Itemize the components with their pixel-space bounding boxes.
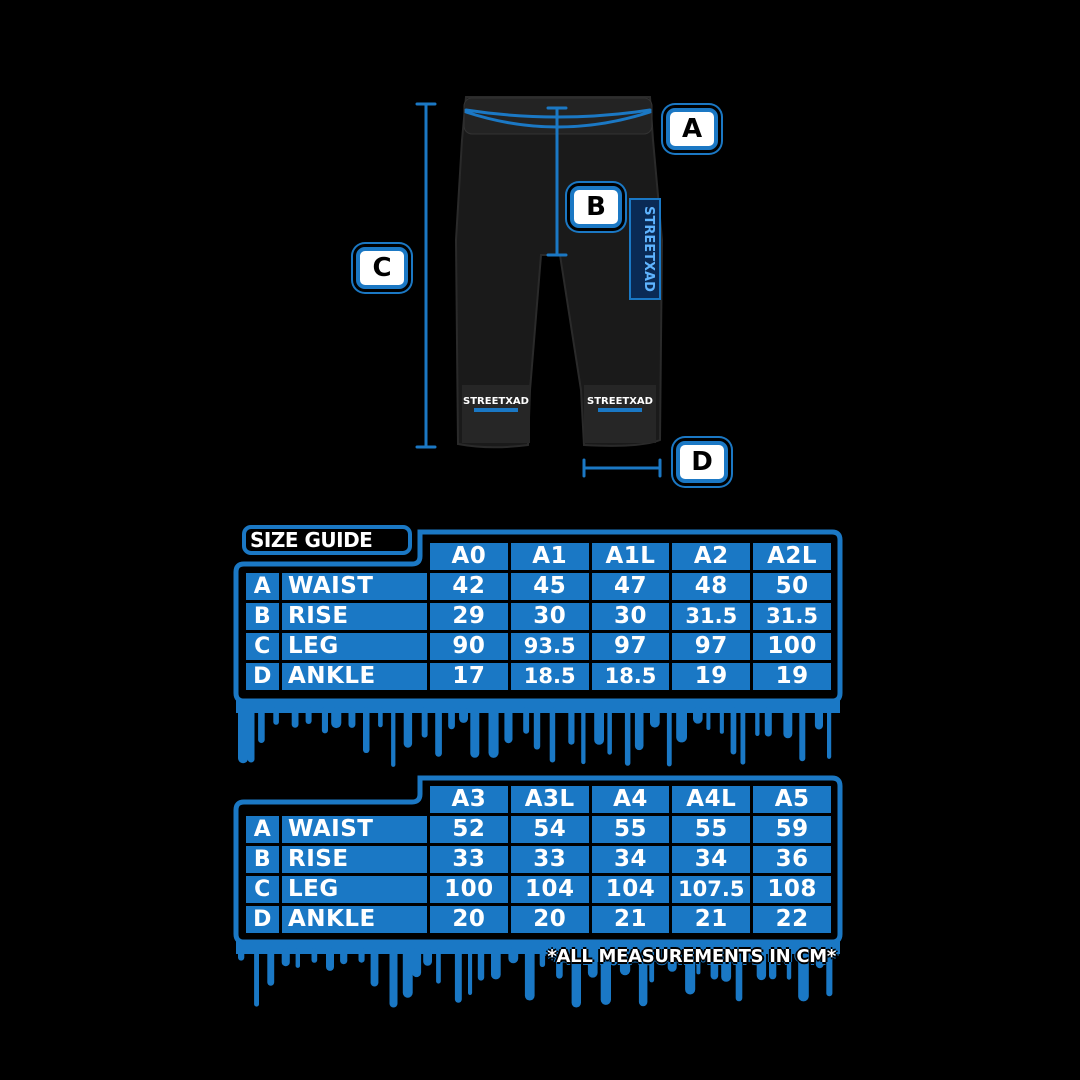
table-cell: 50 bbox=[753, 573, 831, 600]
left-cuff-drip bbox=[474, 408, 518, 412]
table-cell: 100 bbox=[430, 876, 508, 903]
table-cell: 97 bbox=[672, 633, 751, 660]
table-cell: 48 bbox=[672, 573, 751, 600]
table-cell: 30 bbox=[591, 603, 670, 630]
table-row: A WAIST 42 45 47 48 50 bbox=[246, 573, 831, 600]
table-cell: 104 bbox=[510, 876, 589, 903]
table-cell: 36 bbox=[753, 846, 831, 873]
table-cell: 59 bbox=[753, 816, 831, 843]
pants-diagram: STREETXAD STREETXAD STREETXAD bbox=[415, 96, 664, 478]
table-cell: 34 bbox=[591, 846, 670, 873]
table-cell: 21 bbox=[672, 906, 751, 933]
table-row: D ANKLE 17 18.5 18.5 19 19 bbox=[246, 663, 831, 690]
table1-drips bbox=[236, 699, 840, 767]
size-table-2: A3 A3L A4 A4L A5 A WAIST 52 54 55 55 59 … bbox=[243, 783, 834, 936]
table-cell: 21 bbox=[591, 906, 670, 933]
table-cell: 34 bbox=[672, 846, 751, 873]
right-cuff-patch bbox=[584, 385, 656, 443]
row-label: LEG bbox=[282, 876, 427, 903]
table-cell: 93.5 bbox=[510, 633, 589, 660]
table-row: A WAIST 52 54 55 55 59 bbox=[246, 816, 831, 843]
size-header: A3 bbox=[430, 786, 508, 813]
table-cell: 104 bbox=[591, 876, 670, 903]
size-header: A1 bbox=[510, 543, 589, 570]
table-cell: 47 bbox=[591, 573, 670, 600]
table-cell: 42 bbox=[430, 573, 508, 600]
table-row: B RISE 33 33 34 34 36 bbox=[246, 846, 831, 873]
rise-measure-line bbox=[546, 106, 568, 257]
side-leg-patch bbox=[629, 198, 661, 300]
table-cell: 108 bbox=[753, 876, 831, 903]
size-table-1: A0 A1 A1L A2 A2L A WAIST 42 45 47 48 50 … bbox=[243, 540, 834, 693]
table2-header-row: A3 A3L A4 A4L A5 bbox=[246, 786, 831, 813]
table-row: B RISE 29 30 30 31.5 31.5 bbox=[246, 603, 831, 630]
table-cell: 20 bbox=[510, 906, 589, 933]
size-header: A4L bbox=[672, 786, 751, 813]
row-label: ANKLE bbox=[282, 663, 427, 690]
right-cuff-logo: STREETXAD bbox=[587, 396, 653, 407]
row-label: RISE bbox=[282, 603, 427, 630]
row-letter: D bbox=[246, 906, 279, 933]
badge-b: B bbox=[570, 186, 622, 228]
ankle-measure-line bbox=[582, 458, 662, 478]
size-header: A2L bbox=[753, 543, 831, 570]
table-cell: 29 bbox=[430, 603, 508, 630]
badge-c: C bbox=[356, 247, 408, 289]
table1-header-row: A0 A1 A1L A2 A2L bbox=[246, 543, 831, 570]
table-cell: 17 bbox=[430, 663, 508, 690]
row-letter: B bbox=[246, 846, 279, 873]
size-header: A4 bbox=[591, 786, 670, 813]
table-cell: 54 bbox=[510, 816, 589, 843]
leg-measure-line bbox=[415, 102, 437, 449]
table-cell: 18.5 bbox=[510, 663, 589, 690]
row-label: WAIST bbox=[282, 816, 427, 843]
row-letter: D bbox=[246, 663, 279, 690]
row-label: WAIST bbox=[282, 573, 427, 600]
table-row: C LEG 90 93.5 97 97 100 bbox=[246, 633, 831, 660]
row-letter: B bbox=[246, 603, 279, 630]
left-cuff-logo: STREETXAD bbox=[463, 396, 529, 407]
size-header: A0 bbox=[430, 543, 508, 570]
table-cell: 33 bbox=[430, 846, 508, 873]
badge-d: D bbox=[676, 441, 728, 483]
table-cell: 31.5 bbox=[672, 603, 751, 630]
table-cell: 55 bbox=[672, 816, 751, 843]
right-cuff-drip bbox=[598, 408, 642, 412]
table-cell: 20 bbox=[430, 906, 508, 933]
table-cell: 18.5 bbox=[591, 663, 670, 690]
size-header: A5 bbox=[753, 786, 831, 813]
table-cell: 30 bbox=[510, 603, 589, 630]
table-cell: 52 bbox=[430, 816, 508, 843]
table-cell: 22 bbox=[753, 906, 831, 933]
row-label: ANKLE bbox=[282, 906, 427, 933]
size-guide-title: SIZE GUIDE bbox=[250, 528, 373, 552]
measurement-note: *ALL MEASUREMENTS IN CM* bbox=[547, 946, 836, 967]
left-cuff-patch bbox=[462, 385, 530, 443]
table-cell: 107.5 bbox=[672, 876, 751, 903]
table-cell: 100 bbox=[753, 633, 831, 660]
row-letter: A bbox=[246, 816, 279, 843]
row-letter: A bbox=[246, 573, 279, 600]
row-letter: C bbox=[246, 633, 279, 660]
table-cell: 90 bbox=[430, 633, 508, 660]
table-cell: 45 bbox=[510, 573, 589, 600]
side-leg-logo: STREETXAD bbox=[641, 206, 656, 292]
badge-a: A bbox=[666, 108, 718, 150]
table-row: D ANKLE 20 20 21 21 22 bbox=[246, 906, 831, 933]
size-header: A1L bbox=[591, 543, 670, 570]
table-cell: 55 bbox=[591, 816, 670, 843]
table-cell: 31.5 bbox=[753, 603, 831, 630]
size-header: A2 bbox=[672, 543, 751, 570]
table-cell: 33 bbox=[510, 846, 589, 873]
table-cell: 97 bbox=[591, 633, 670, 660]
row-label: RISE bbox=[282, 846, 427, 873]
table-cell: 19 bbox=[672, 663, 751, 690]
table-row: C LEG 100 104 104 107.5 108 bbox=[246, 876, 831, 903]
row-label: LEG bbox=[282, 633, 427, 660]
row-letter: C bbox=[246, 876, 279, 903]
table-cell: 19 bbox=[753, 663, 831, 690]
size-header: A3L bbox=[510, 786, 589, 813]
